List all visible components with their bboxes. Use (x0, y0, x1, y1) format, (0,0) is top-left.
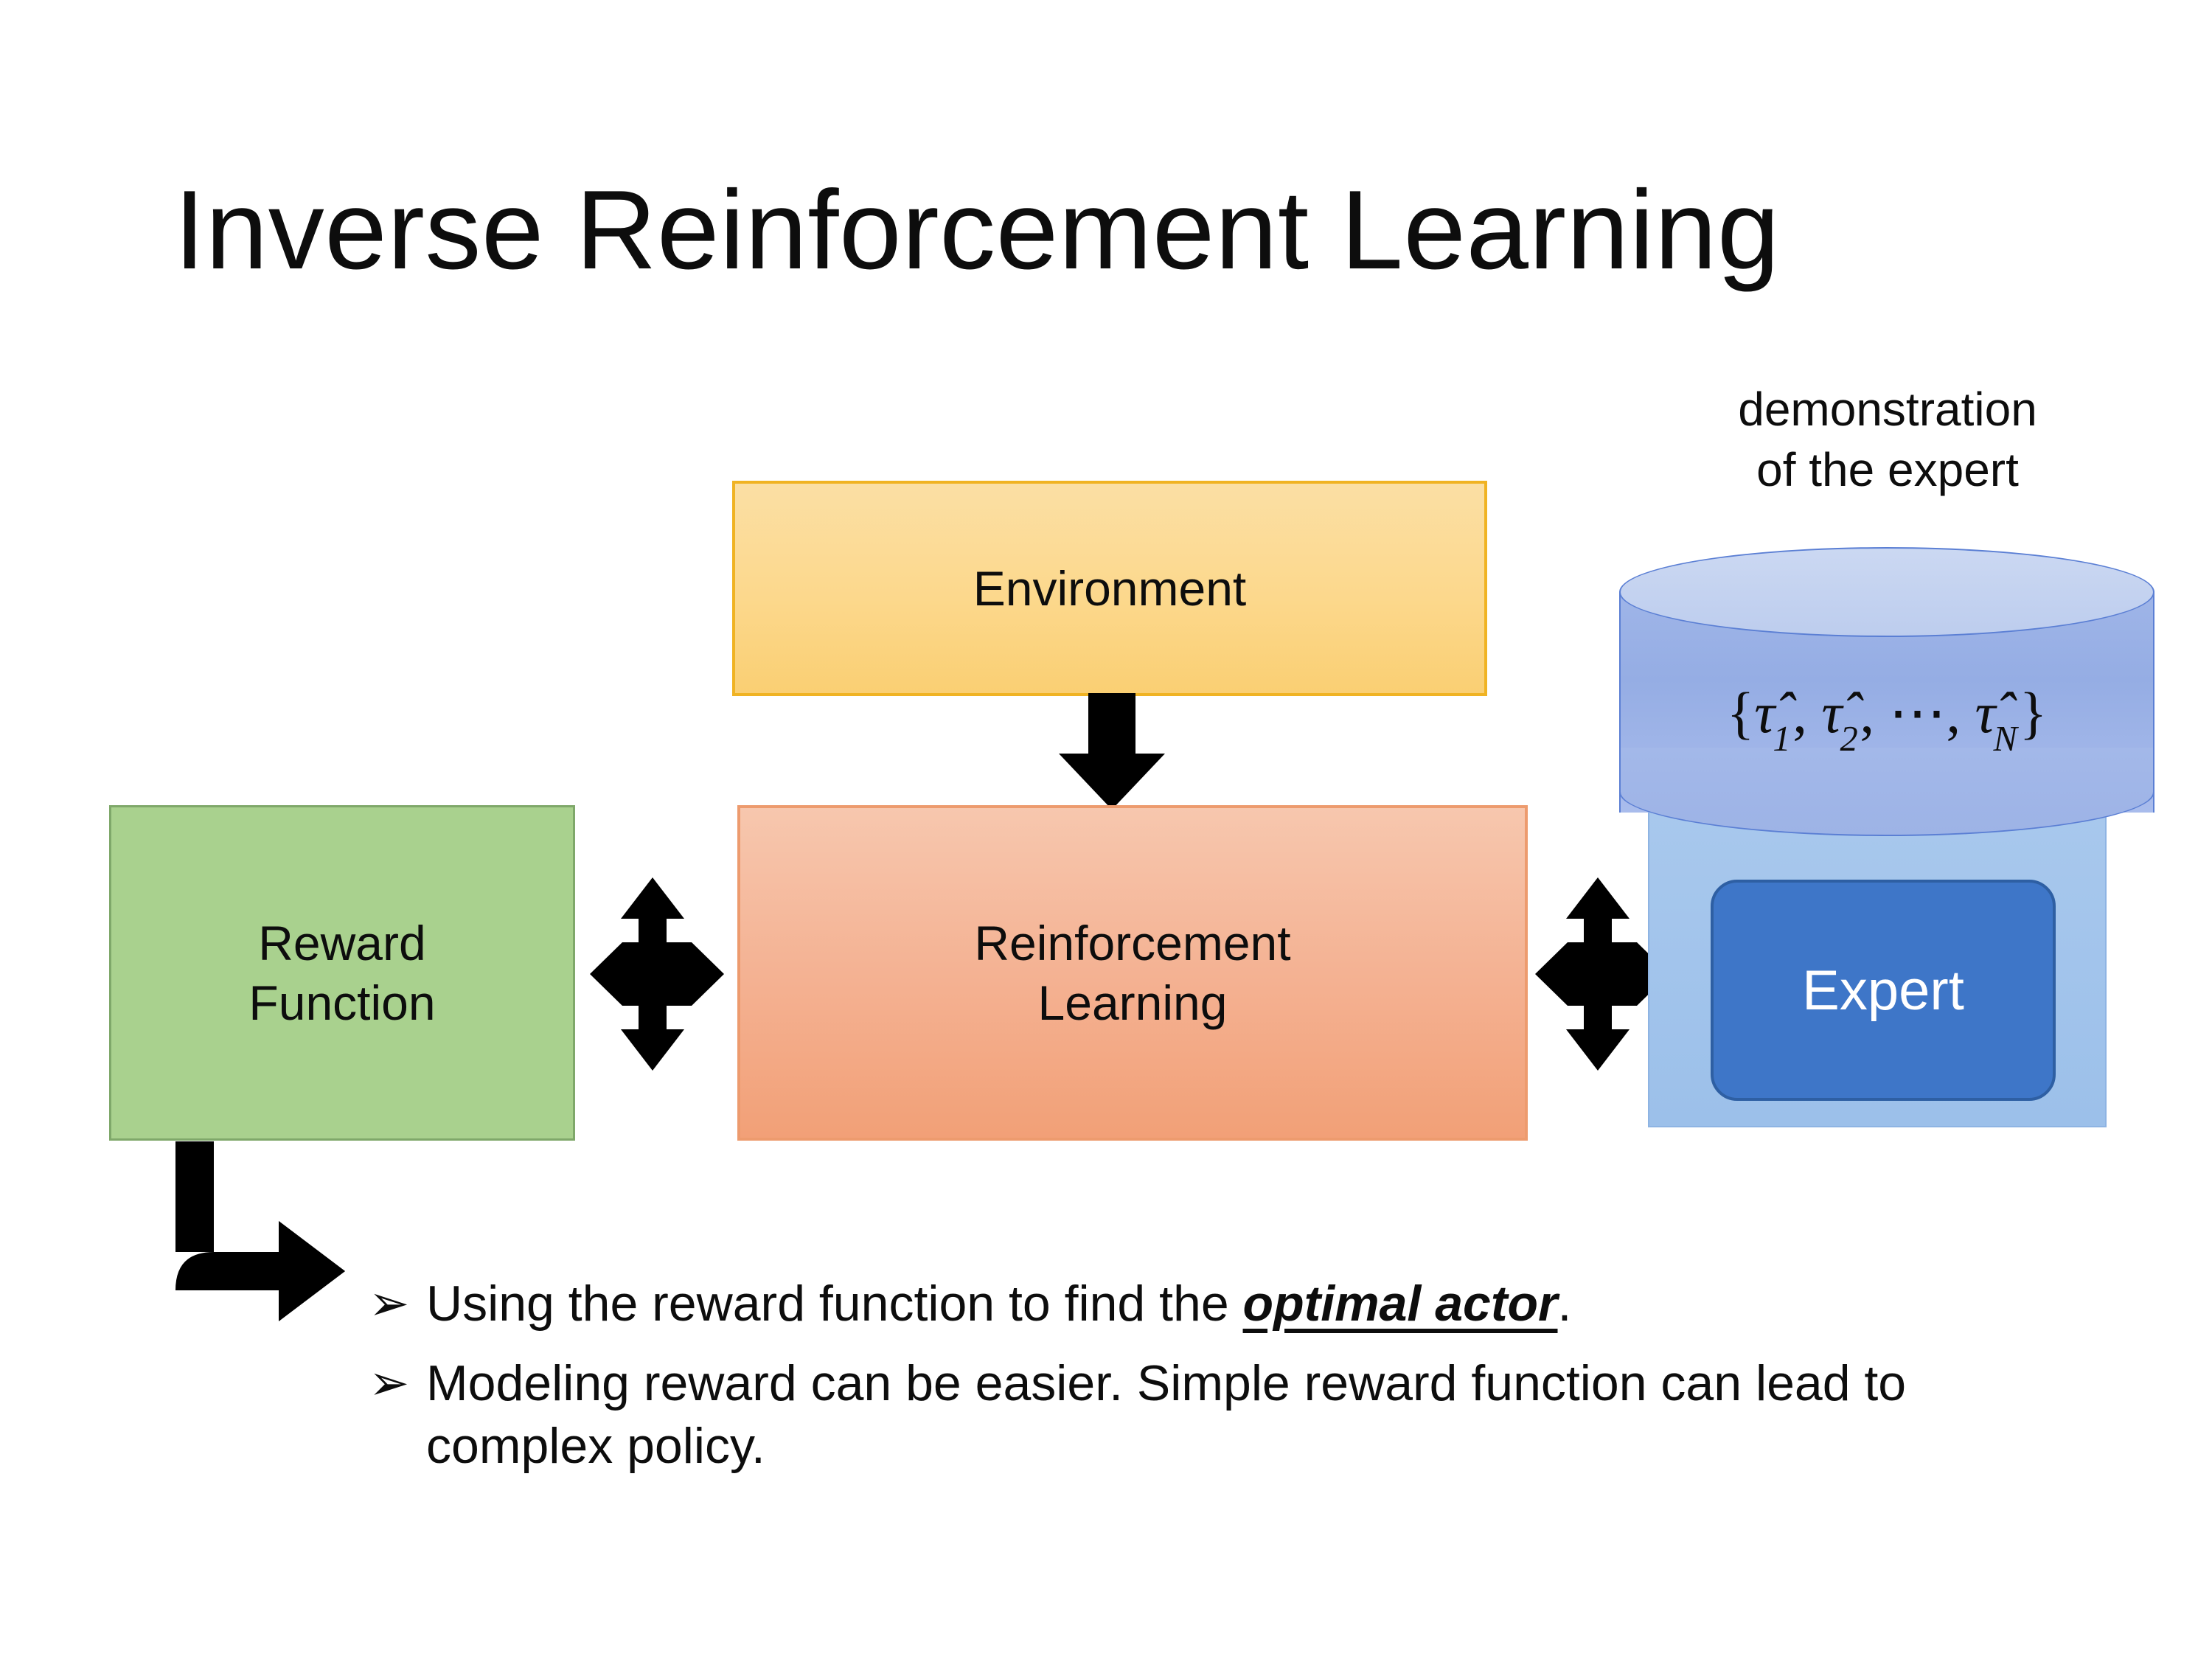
demonstration-caption: demonstration of the expert (1738, 383, 2037, 496)
bullet-arrow-icon: ➢ (369, 1276, 410, 1330)
formula-comma-2: , (1860, 681, 1875, 745)
tau-hat-2-subscript: 2 (1840, 720, 1858, 759)
tau-hat-n: τ̂ (1975, 681, 1996, 745)
list-item: ➢ Modeling reward can be easier. Simple … (369, 1352, 2094, 1478)
reward-function-box: Reward Function (109, 805, 575, 1141)
bullet-text-1: Using the reward function to find the op… (426, 1273, 2094, 1336)
reinforcement-learning-label: Reinforcement Learning (974, 915, 1291, 1030)
cylinder-bottom (1619, 748, 2154, 836)
set-brace-close: } (2019, 681, 2048, 745)
arrow-environment-to-rl (1059, 693, 1165, 810)
demonstration-cylinder: {τ̂1, τ̂2, ⋯, τ̂N} (1619, 547, 2154, 836)
tau-hat-1: τ̂ (1754, 681, 1775, 745)
arrow-rl-expert-bidirectional (1535, 877, 1669, 1071)
tau-hat-2: τ̂ (1821, 681, 1843, 745)
set-brace-open: { (1726, 681, 1755, 745)
tau-hat-1-subscript: 1 (1773, 720, 1791, 759)
expert-box: Expert (1711, 880, 2056, 1101)
bullet-1-emphasis: optimal actor (1242, 1276, 1558, 1332)
arrow-reward-rl-bidirectional (590, 877, 724, 1071)
bullet-arrow-icon: ➢ (369, 1354, 410, 1410)
bullet-text-2: Modeling reward can be easier. Simple re… (426, 1352, 2094, 1478)
reward-function-label: Reward Function (248, 915, 436, 1030)
formula-comma-1: , (1792, 681, 1807, 745)
bullet-1-pre: Using the reward function to find the (426, 1276, 1243, 1332)
formula-comma-3: , (1946, 681, 1961, 745)
cylinder-top-ellipse (1619, 547, 2154, 637)
reinforcement-learning-box: Reinforcement Learning (737, 805, 1528, 1141)
expert-label: Expert (1802, 959, 1964, 1022)
environment-label: Environment (973, 560, 1247, 616)
trajectory-set-formula: {τ̂1, τ̂2, ⋯, τ̂N} (1619, 680, 2154, 759)
list-item: ➢ Using the reward function to find the … (369, 1273, 2094, 1336)
page-title: Inverse Reinforcement Learning (174, 167, 1780, 293)
formula-ellipsis: ⋯ (1888, 681, 1947, 745)
bullet-2-pre: Modeling reward can be easier. Simple re… (426, 1354, 1907, 1475)
tau-hat-n-subscript: N (1993, 720, 2017, 759)
arrow-reward-to-bullets (175, 1141, 345, 1321)
environment-box: Environment (732, 481, 1487, 696)
bullet-1-post: . (1557, 1276, 1572, 1332)
bullet-list: ➢ Using the reward function to find the … (369, 1273, 2094, 1495)
